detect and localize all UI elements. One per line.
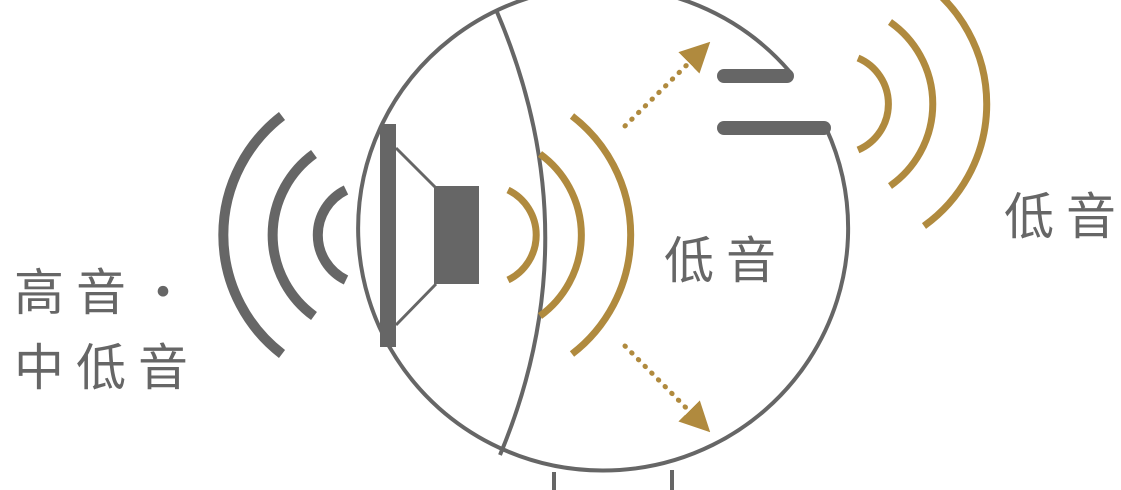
wave-front-2: [537, 151, 585, 319]
arrow-upper: [622, 41, 711, 129]
driver-baffle: [380, 124, 396, 347]
enclosure-sphere: [356, 0, 851, 473]
wave-port-3: [921, 0, 991, 229]
label-bass-right: 低音: [1004, 188, 1121, 246]
wave-rear-3: [218, 112, 286, 358]
label-high-mid-line1: 高音・: [14, 264, 200, 322]
speaker-driver: [380, 124, 479, 347]
driver-cone-top: [394, 146, 438, 190]
label-high-mid-line2: 中低音: [14, 339, 200, 397]
driver-cone-bottom: [394, 282, 438, 327]
arrow-lower: [622, 343, 711, 433]
label-bass-center: 低音: [664, 232, 788, 290]
wave-port-1: [856, 54, 892, 154]
wave-rear-2: [267, 149, 317, 321]
wave-front-3: [569, 113, 635, 357]
wave-rear-1: [312, 185, 349, 285]
wave-front-1: [506, 186, 540, 284]
inner-partition: [495, 11, 548, 456]
wave-port-2: [887, 19, 937, 189]
driver-magnet: [434, 186, 479, 284]
